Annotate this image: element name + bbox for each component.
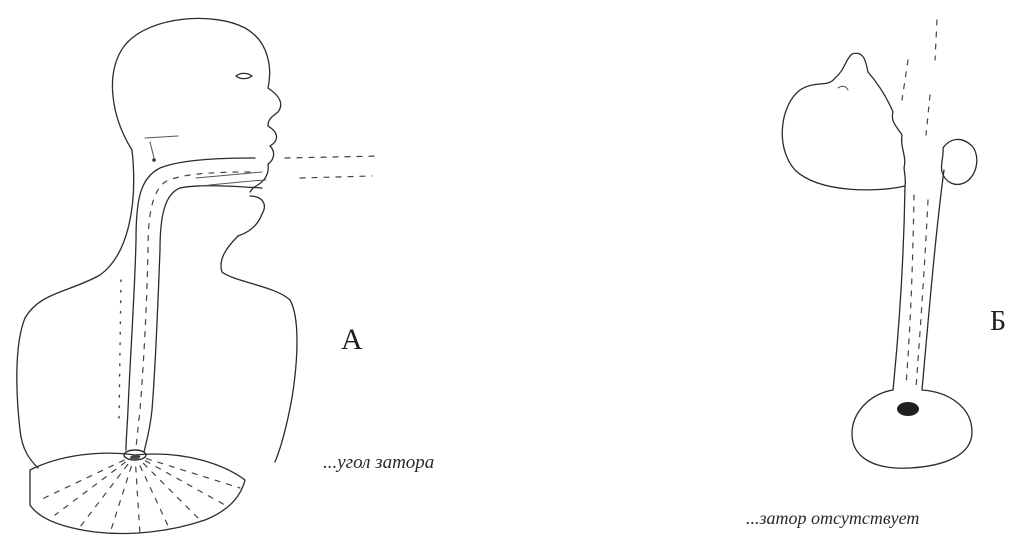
- figure-b-tube-left-wall: [893, 186, 905, 390]
- figure-b-head-outline: [782, 53, 905, 190]
- figure-a-tube-left-wall: [126, 158, 255, 450]
- figure-b-eye: [838, 86, 848, 90]
- figure-b-person-drawing: [782, 20, 977, 468]
- figure-b-plug: [897, 402, 919, 416]
- figure-b-flask-bulb: [852, 390, 972, 468]
- figure-a-fan-ribs: [40, 455, 240, 535]
- figure-a-pointer: [145, 136, 178, 158]
- figure-a-eye: [236, 73, 252, 78]
- figure-a-chest-outline: [221, 236, 297, 462]
- figure-b-top-dashes: [902, 20, 937, 135]
- figure-b-letter: Б: [990, 306, 1006, 338]
- figure-a-tube-inner: [136, 172, 250, 448]
- figure-a-letter: А: [341, 323, 363, 357]
- figure-a-mouth-lines: [196, 172, 266, 186]
- figure-a-left-dots: [119, 280, 121, 420]
- figure-a-pointer-dot: [152, 158, 156, 162]
- figure-b-tube-right-wall: [922, 170, 944, 390]
- figure-a-body-outline: [17, 150, 134, 468]
- figure-b-right-lump: [941, 139, 976, 184]
- figure-a-caption: ...угол затора: [323, 452, 434, 474]
- figure-a-breath-lines: [285, 156, 380, 178]
- figure-a-tube-right-wall: [144, 186, 262, 452]
- figure-b-caption: ...затор отсутствует: [746, 508, 919, 529]
